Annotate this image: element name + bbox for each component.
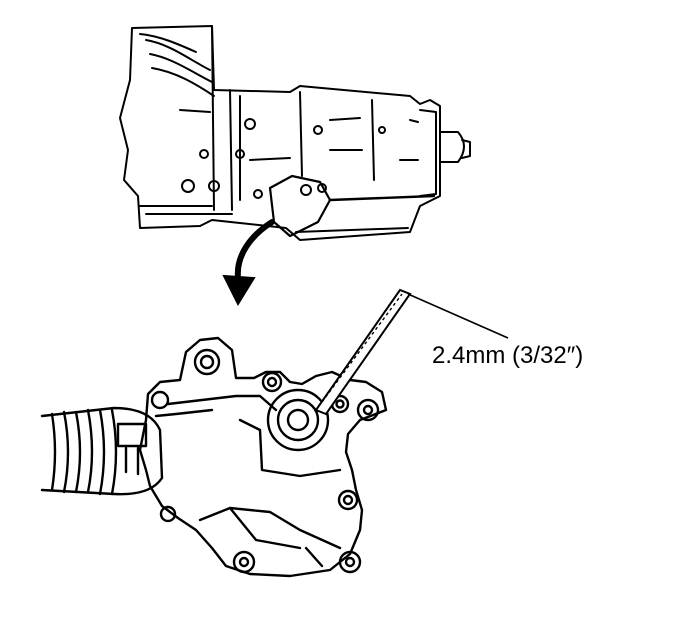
curved-arrow-icon (222, 219, 275, 307)
gauge-pin-size-label: 2.4mm (3/32″) (432, 342, 584, 369)
callout-leader-line (407, 293, 509, 339)
switch-connector-boot (40, 406, 164, 496)
transmission-assembly (119, 25, 471, 241)
gauge-pin (314, 288, 412, 416)
